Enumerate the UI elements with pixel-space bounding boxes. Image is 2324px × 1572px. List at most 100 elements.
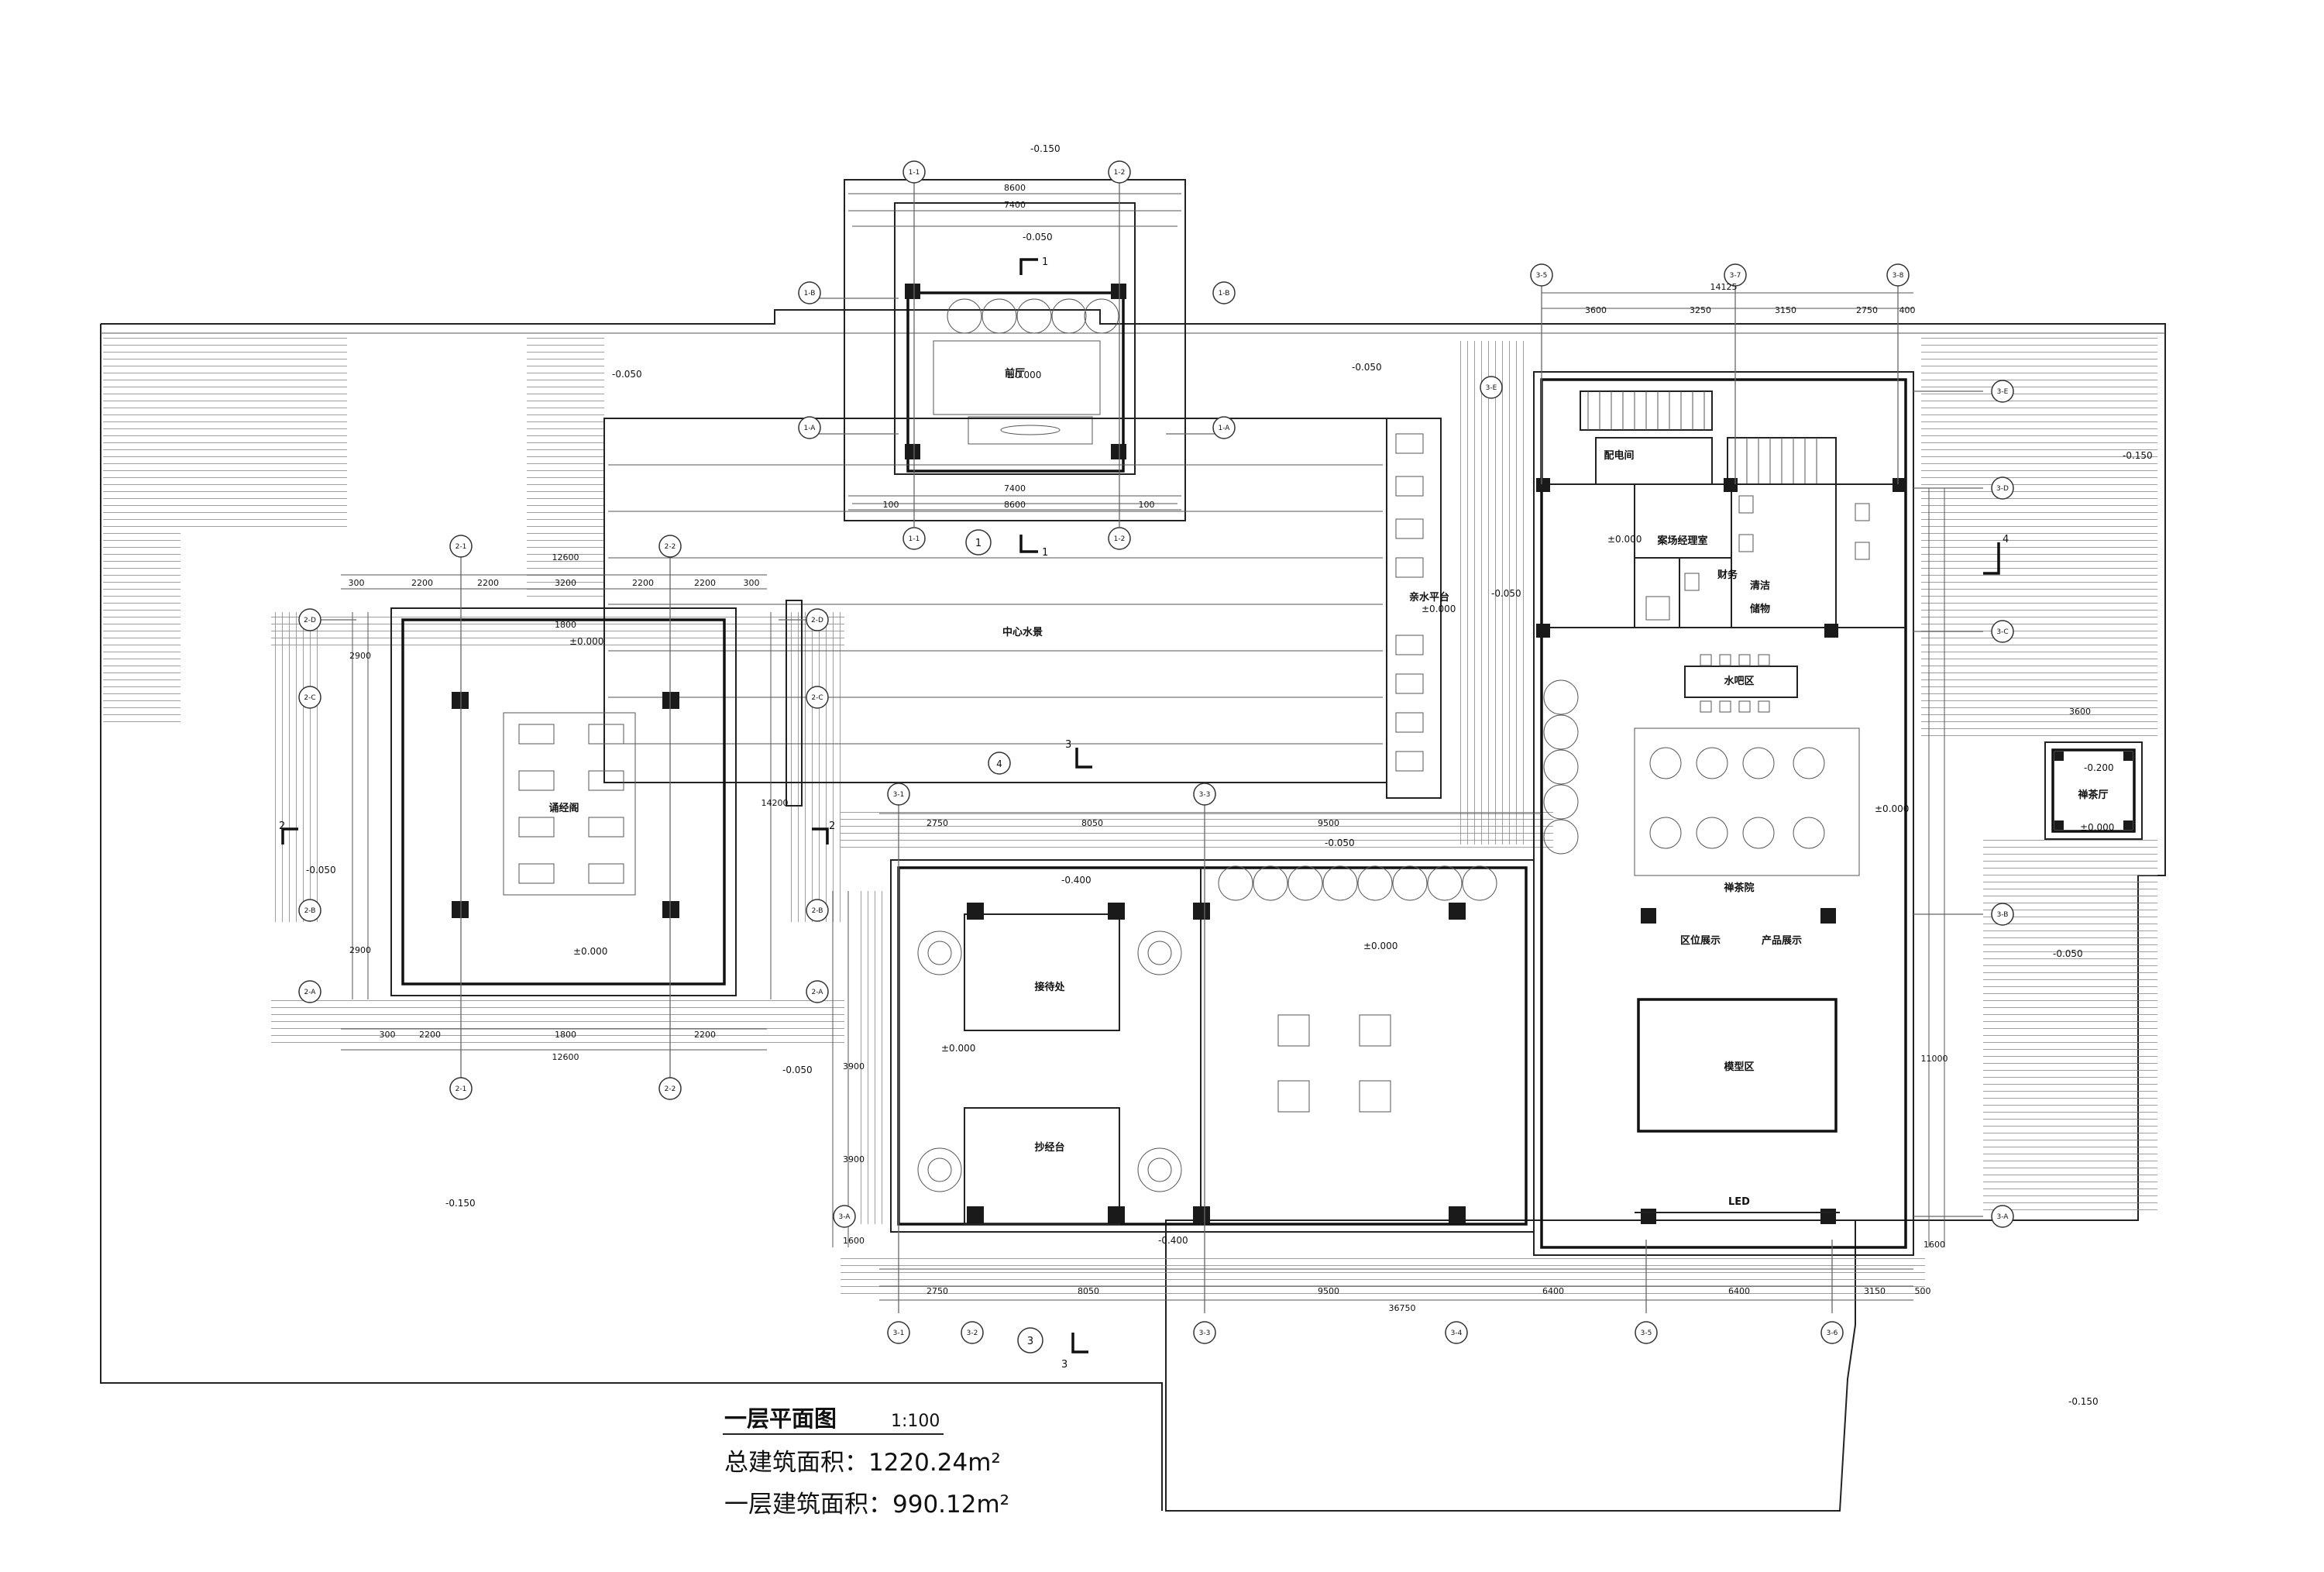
- svg-text:±0.000: ±0.000: [941, 1043, 975, 1054]
- svg-text:3-5: 3-5: [1641, 1329, 1652, 1337]
- svg-text:2-2: 2-2: [665, 1085, 676, 1093]
- svg-text:3150: 3150: [1775, 305, 1796, 315]
- svg-text:1-A: 1-A: [1219, 425, 1231, 432]
- site-boundary-west: [100, 324, 1163, 1511]
- room-labels: 前厅 中心水景 诵经阁 亲水平台 配电间 案场经理室 财务 清洁 储物 水吧区 …: [548, 367, 2108, 1208]
- svg-text:8050: 8050: [1081, 818, 1103, 828]
- svg-text:1600: 1600: [843, 1236, 865, 1246]
- svg-text:8600: 8600: [1004, 183, 1026, 193]
- svg-text:2-B: 2-B: [812, 907, 823, 915]
- svg-text:1800: 1800: [555, 620, 576, 630]
- svg-text:LED: LED: [1728, 1196, 1750, 1208]
- east-deck: [1921, 337, 2157, 740]
- svg-text:接待处: 接待处: [1034, 981, 1065, 993]
- svg-text:3-A: 3-A: [1997, 1213, 2009, 1221]
- svg-text:-0.200: -0.200: [2084, 762, 2114, 773]
- svg-text:-0.050: -0.050: [612, 369, 642, 380]
- section-marks: 1 1 1 2 2 3 3 3 4 4: [279, 256, 2009, 1371]
- axis-bubbles: [298, 160, 2014, 1344]
- svg-text:400: 400: [1899, 305, 1916, 315]
- svg-text:2-A: 2-A: [812, 989, 824, 996]
- svg-text:-0.400: -0.400: [1061, 875, 1092, 886]
- svg-text:3-E: 3-E: [1486, 384, 1497, 392]
- svg-text:±0.000: ±0.000: [573, 946, 607, 957]
- svg-text:3-1: 3-1: [893, 791, 905, 799]
- svg-text:3-A: 3-A: [839, 1213, 851, 1221]
- east-building-columns: [1536, 478, 1906, 1224]
- dimension-labels: 8600 7400 7400 8600 100 100 14125 3600 3…: [349, 183, 2092, 1313]
- svg-text:3-E: 3-E: [1997, 388, 2009, 396]
- svg-text:2-C: 2-C: [811, 694, 823, 702]
- svg-text:7400: 7400: [1004, 200, 1026, 210]
- svg-text:3200: 3200: [555, 578, 576, 588]
- zen-tea-hall-outline: [2044, 741, 2143, 840]
- svg-text:中心水景: 中心水景: [1002, 626, 1043, 638]
- svg-text:2900: 2900: [349, 651, 371, 661]
- svg-text:3250: 3250: [1690, 305, 1711, 315]
- svg-text:1800: 1800: [555, 1030, 576, 1040]
- svg-text:±0.000: ±0.000: [2080, 822, 2114, 833]
- svg-text:3150: 3150: [1864, 1286, 1886, 1296]
- svg-text:9500: 9500: [1318, 818, 1339, 828]
- axis-labels: 1-1 1-2 1-1 1-2 1-B 1-B 1-A 1-A 2-1 2-2 …: [304, 169, 2009, 1337]
- elevation-marks: -0.150 -0.050 ±0.000 -0.050 -0.050 ±0.00…: [306, 143, 2153, 1407]
- svg-text:3: 3: [1027, 1336, 1033, 1347]
- svg-text:2750: 2750: [927, 1286, 948, 1296]
- site-boundary: [101, 309, 2166, 1512]
- svg-text:3-3: 3-3: [1199, 791, 1211, 799]
- caption-title: 一层平面图: [724, 1405, 837, 1432]
- svg-text:-0.050: -0.050: [1491, 588, 1521, 599]
- svg-text:36750: 36750: [1389, 1303, 1416, 1313]
- svg-text:14200: 14200: [761, 798, 789, 808]
- caption-scale: 1:100: [891, 1412, 940, 1431]
- svg-text:1-A: 1-A: [804, 425, 816, 432]
- svg-text:500: 500: [1915, 1286, 1931, 1296]
- svg-text:6400: 6400: [1542, 1286, 1564, 1296]
- svg-text:-0.050: -0.050: [782, 1065, 813, 1075]
- svg-text:1-1: 1-1: [909, 535, 920, 543]
- svg-text:14125: 14125: [1710, 282, 1738, 292]
- svg-text:4: 4: [996, 758, 1002, 769]
- svg-text:300: 300: [380, 1030, 396, 1040]
- svg-text:-0.150: -0.150: [1030, 143, 1061, 154]
- svg-text:模型区: 模型区: [1724, 1061, 1754, 1073]
- svg-text:1-B: 1-B: [804, 290, 816, 298]
- svg-text:3-7: 3-7: [1730, 272, 1741, 280]
- svg-text:2-A: 2-A: [304, 989, 317, 996]
- svg-text:3-C: 3-C: [1996, 628, 2008, 636]
- svg-text:3-4: 3-4: [1451, 1329, 1463, 1337]
- svg-text:1-2: 1-2: [1114, 169, 1126, 177]
- svg-text:8050: 8050: [1078, 1286, 1099, 1296]
- svg-text:6400: 6400: [1728, 1286, 1750, 1296]
- front-hall-screens: [947, 298, 1119, 334]
- sutra-pavilion-columns: [452, 692, 679, 918]
- svg-text:1600: 1600: [1923, 1240, 1945, 1250]
- svg-text:-0.150: -0.150: [445, 1198, 476, 1209]
- svg-text:3: 3: [1065, 739, 1071, 751]
- front-hall-outline: [844, 179, 1186, 521]
- svg-text:3-8: 3-8: [1893, 272, 1904, 280]
- svg-text:3-B: 3-B: [1997, 911, 2009, 919]
- svg-text:2-B: 2-B: [304, 907, 316, 915]
- svg-text:9500: 9500: [1318, 1286, 1339, 1296]
- svg-text:2200: 2200: [632, 578, 654, 588]
- west-deck: [103, 337, 347, 527]
- svg-text:2750: 2750: [1856, 305, 1878, 315]
- svg-text:3-1: 3-1: [893, 1329, 905, 1337]
- svg-text:2-C: 2-C: [304, 694, 315, 702]
- svg-text:储物: 储物: [1749, 603, 1770, 615]
- svg-text:2200: 2200: [694, 578, 716, 588]
- svg-text:区位展示: 区位展示: [1680, 934, 1721, 947]
- svg-text:水吧区: 水吧区: [1724, 675, 1754, 687]
- svg-text:配电间: 配电间: [1604, 449, 1634, 462]
- svg-text:禅茶厅: 禅茶厅: [2077, 789, 2108, 801]
- caption-floor-area: 一层建筑面积：990.12m²: [724, 1491, 1009, 1519]
- svg-text:12600: 12600: [552, 552, 579, 562]
- svg-text:2750: 2750: [927, 818, 948, 828]
- svg-text:2200: 2200: [477, 578, 499, 588]
- svg-text:2-2: 2-2: [665, 543, 676, 551]
- svg-text:2: 2: [279, 820, 285, 832]
- svg-text:3-3: 3-3: [1199, 1329, 1211, 1337]
- svg-text:3-D: 3-D: [1996, 485, 2009, 493]
